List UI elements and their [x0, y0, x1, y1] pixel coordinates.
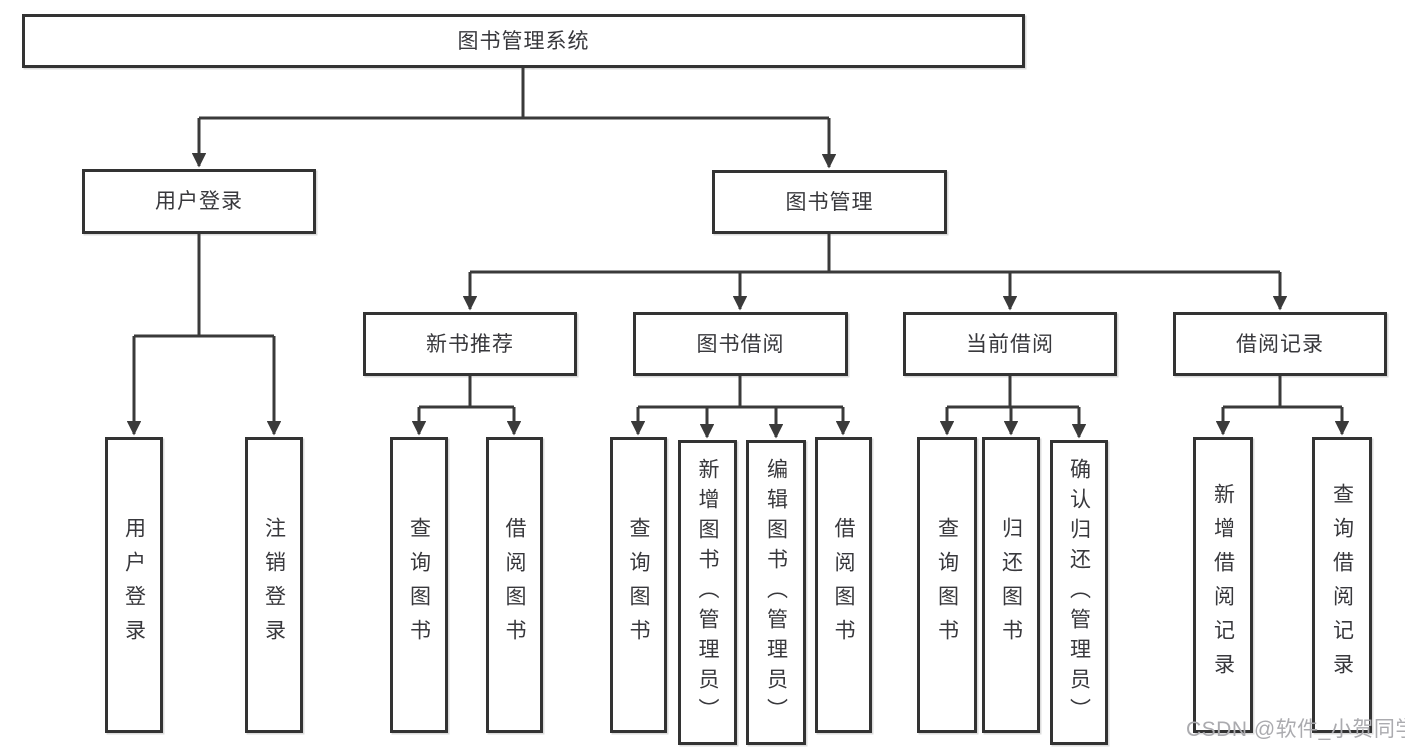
leaf-user-login: 用户登录 [105, 437, 163, 733]
leaf-query-books: 查询图书 [610, 437, 667, 733]
node-book-management: 图书管理 [712, 170, 947, 234]
leaf-confirm-return-admin: 确认归还（管理员） [1050, 440, 1108, 745]
leaf-edit-books-admin: 编辑图书（管理员） [746, 440, 806, 745]
node-borrowing-records: 借阅记录 [1173, 312, 1387, 376]
node-book-borrowing: 图书借阅 [633, 312, 848, 376]
leaf-add-books-admin: 新增图书（管理员） [678, 440, 737, 745]
leaf-return-books: 归还图书 [982, 437, 1040, 733]
leaf-query-books: 查询图书 [390, 437, 448, 733]
leaf-query-borrow-record: 查询借阅记录 [1312, 437, 1372, 733]
node-library-management-system: 图书管理系统 [22, 14, 1025, 68]
leaf-query-books: 查询图书 [917, 437, 977, 733]
leaf-add-borrow-record: 新增借阅记录 [1193, 437, 1253, 733]
leaf-logout: 注销登录 [245, 437, 303, 733]
node-new-book-recommendation: 新书推荐 [363, 312, 577, 376]
leaf-borrow-books: 借阅图书 [815, 437, 872, 733]
node-current-borrowing: 当前借阅 [903, 312, 1117, 376]
node-user-login: 用户登录 [82, 169, 316, 234]
csdn-watermark: CSDN @软件_小贺同学 [1186, 718, 1405, 741]
leaf-borrow-books: 借阅图书 [486, 437, 543, 733]
